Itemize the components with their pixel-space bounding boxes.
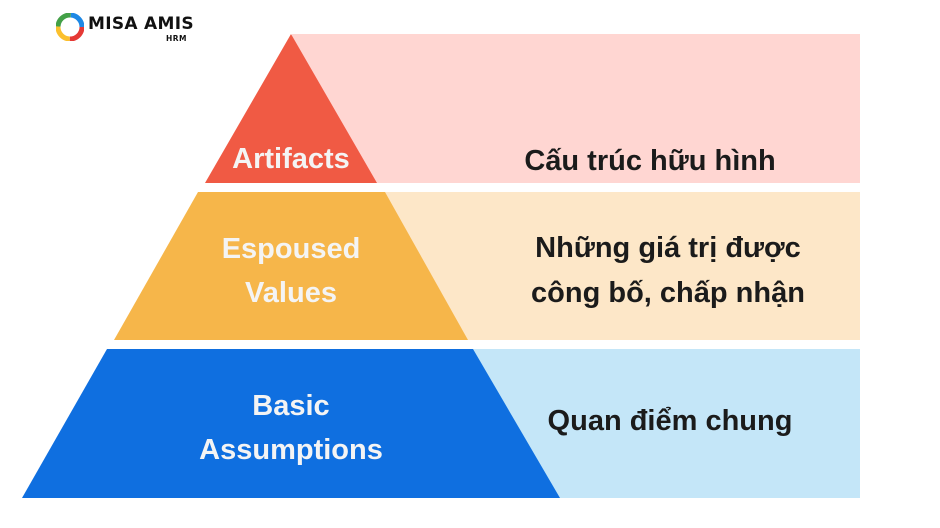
- tier-label-line: Basic: [252, 390, 330, 422]
- misa-logo-icon: [56, 13, 84, 41]
- tier-label-line: Assumptions: [199, 434, 383, 466]
- tier-label-line: Artifacts: [232, 143, 350, 175]
- description-line: Những giá trị được: [535, 232, 801, 264]
- pyramid-tier-artifacts: [205, 34, 377, 183]
- tier-label-line: Espoused: [221, 233, 361, 265]
- pyramid-tier-basic-assumptions: [22, 349, 560, 498]
- description-espoused-values: Những giá trị được công bố, chấp nhận: [468, 226, 868, 316]
- tier-label-basic-assumptions: Basic Assumptions: [141, 383, 441, 473]
- description-line: Cấu trúc hữu hình: [524, 144, 776, 177]
- tier-label-espoused-values: Espoused Values: [181, 226, 401, 316]
- misa-amis-logo: MISA AMIS HRM: [52, 8, 248, 46]
- description-line: công bố, chấp nhận: [531, 277, 805, 309]
- description-basic-assumptions: Quan điểm chung: [490, 398, 850, 444]
- tier-label-line: Values: [245, 277, 337, 309]
- band-artifacts: [292, 34, 860, 183]
- description-artifacts: Cấu trúc hữu hình: [470, 138, 830, 184]
- tier-label-artifacts: Artifacts: [205, 136, 377, 182]
- logo-product-text: HRM: [166, 34, 188, 43]
- logo-brand-text: MISA AMIS: [88, 14, 194, 34]
- description-line: Quan điểm chung: [547, 404, 793, 437]
- pyramid-tier-espoused-values: [114, 192, 468, 340]
